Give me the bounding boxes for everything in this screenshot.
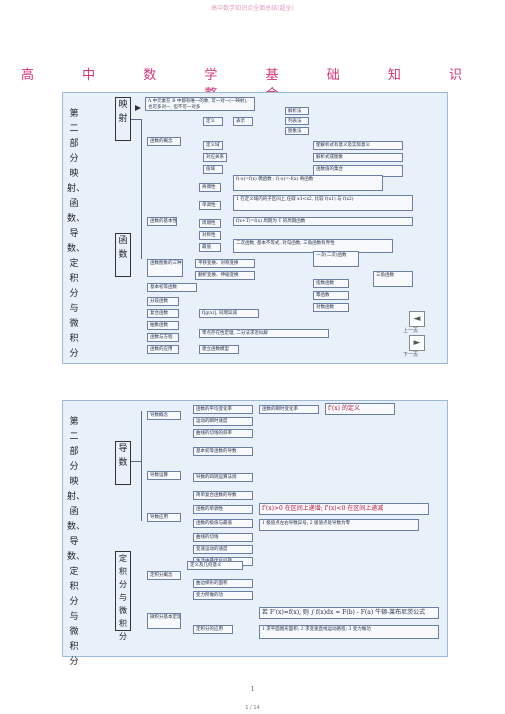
node-symmetry: 对称性 (199, 231, 221, 240)
period-note: f(x+T)=f(x) 周期为 T 的周期函数 (233, 217, 413, 226)
panel-functions: 第二部分映射、函数、导数、定积分与微积分 映射 函数 A 中元素在 B 中都有唯… (62, 92, 448, 364)
node-concept: 导数概念 (147, 411, 181, 420)
mapping-desc: A 中元素在 B 中都有唯一的象, 可一对一(一映射), 也可多对一, 但不可一… (145, 97, 255, 111)
node-linear: 一次(二次)函数 (313, 251, 359, 267)
node-flip: 翻折变换、伸缩变换 (195, 271, 255, 280)
panel-derivatives: 第二部分映射、函数、导数、定积分与微积分 导数 定积分与微积分 导数概念 函数的… (62, 400, 448, 667)
node-build-model: 建立函数模型 (199, 345, 239, 354)
node-composite: 复合函数 (147, 309, 179, 318)
node-rules: 导数的四则运算法则 (193, 473, 253, 482)
document-header: 高中数学知识点全面总结(超全) (211, 5, 294, 12)
node-analytic: 解析法 (285, 107, 309, 115)
node-definition: 定义 (203, 117, 223, 126)
integral-app-note: 1 求平面图形面积; 2 求变速直线运动路程; 3 变力做功 (259, 625, 439, 639)
node-extreme: 函数的极值与最值 (193, 519, 253, 528)
arrow-right-icon (135, 105, 141, 111)
node-trig: 三角函数 (373, 271, 413, 287)
node-inst-rate: 函数的瞬时变化率 (259, 405, 319, 414)
node-periodic: 周期性 (199, 219, 221, 228)
node-integral-def: 定积分概念 (147, 571, 181, 580)
node-domain: 定义域 (203, 141, 223, 150)
hub-mapping: 映射 (115, 97, 131, 141)
node-inst-speed: 运动的瞬时速度 (193, 417, 253, 426)
node-correspondence: 对应关系 (203, 153, 227, 162)
node-piecewise: 分段函数 (147, 297, 179, 306)
next-page-icon[interactable]: ► (409, 335, 425, 351)
side-label-part2-b: 第二部分映射、函数、导数、定积分与微积分 (67, 417, 86, 667)
node-properties: 函数的基本性质 (147, 217, 177, 226)
domain-note: 使解析式有意义及实际意义 (313, 141, 403, 150)
corr-note: 解析式或图象 (313, 153, 403, 162)
node-exp: 指数函数 (313, 279, 349, 288)
node-basic-formula: 基本初等函数的导数 (193, 447, 253, 456)
node-motion: 变速运动的速度 (193, 545, 253, 554)
hub-function: 函数 (115, 233, 131, 277)
parity-note: f(-x)=f(x) 偶函数 ; f(-x)=-f(x) 奇函数 (233, 175, 383, 191)
mono-deriv-note: f'(x)>0 在区间上递增; f'(x)<0 在区间上递减 (259, 503, 429, 515)
prev-page-icon[interactable]: ◄ (409, 311, 425, 327)
node-log: 对数函数 (313, 303, 349, 312)
node-mono-deriv: 函数的单调性 (193, 505, 253, 514)
node-tangent: 曲线的切线的斜率 (193, 429, 253, 438)
page-number: 1 (250, 686, 255, 693)
node-graph: 图象法 (285, 127, 309, 135)
node-translate: 平移变换、对称变换 (195, 259, 255, 268)
node-representation: 表示 (233, 117, 253, 126)
node-abstract: 抽象函数 (147, 321, 179, 330)
prev-page-label[interactable]: 上一页 (403, 328, 419, 334)
node-range: 值域 (203, 165, 223, 174)
node-area: 曲边梯形的面积 (193, 579, 253, 588)
node-application: 函数的应用 (147, 345, 179, 354)
node-power: 幂函数 (313, 291, 349, 300)
node-monotonic: 单调性 (199, 201, 221, 210)
node-list: 列表法 (285, 117, 309, 125)
hub-integral: 定积分与微积分 (115, 551, 131, 641)
node-application-deriv: 导数应用 (147, 513, 181, 522)
zero-note: 零点存在性定理, 二分法求近似解 (199, 329, 329, 338)
node-integral-app: 定积分的应用 (193, 625, 233, 634)
node-composite-deriv: 简单复合函数的导数 (193, 491, 253, 500)
node-derivative-ops: 导数运算 (147, 471, 181, 480)
next-page-label[interactable]: 下一页 (403, 352, 419, 358)
side-label-part2: 第二部分映射、函数、导数、定积分与微积分 (67, 109, 86, 359)
node-limit: f'(x) 的定义 (325, 403, 395, 415)
node-work: 变力所做的功 (193, 591, 253, 600)
node-max-min: 最值 (199, 243, 221, 252)
extreme-note: 1 极值点左右导数异号; 2 极值点处导数为零 (259, 519, 419, 531)
mono-note: 1 在定义域内的子区间上,任取 x1<x2, 比较 f(x1) 与 f(x2) (233, 195, 413, 211)
prop-label: 定义及几何意义 (187, 561, 243, 570)
hub-derivative: 导数 (115, 441, 131, 485)
comp-note: f[g(x)], 同增异减 (199, 309, 259, 318)
node-avg-rate: 函数的平均变化率 (193, 405, 253, 414)
node-curve: 曲线的切线 (193, 533, 253, 542)
node-graph-transform: 函数图象的三种变换 (147, 259, 183, 277)
node-zero: 函数与方程 (147, 333, 179, 342)
node-function-concept: 函数的概念 (147, 137, 181, 146)
node-fund-thm: 微积分基本定理 (147, 613, 181, 629)
thm-note: 若 F'(x)=f(x), 则 ∫ f(x)dx = F(b) - F(a) 牛… (259, 607, 439, 619)
page-indicator: 1 / 14 (245, 705, 260, 711)
node-parity: 奇偶性 (199, 183, 221, 192)
node-basic-elem: 基本初等函数 (147, 283, 197, 292)
